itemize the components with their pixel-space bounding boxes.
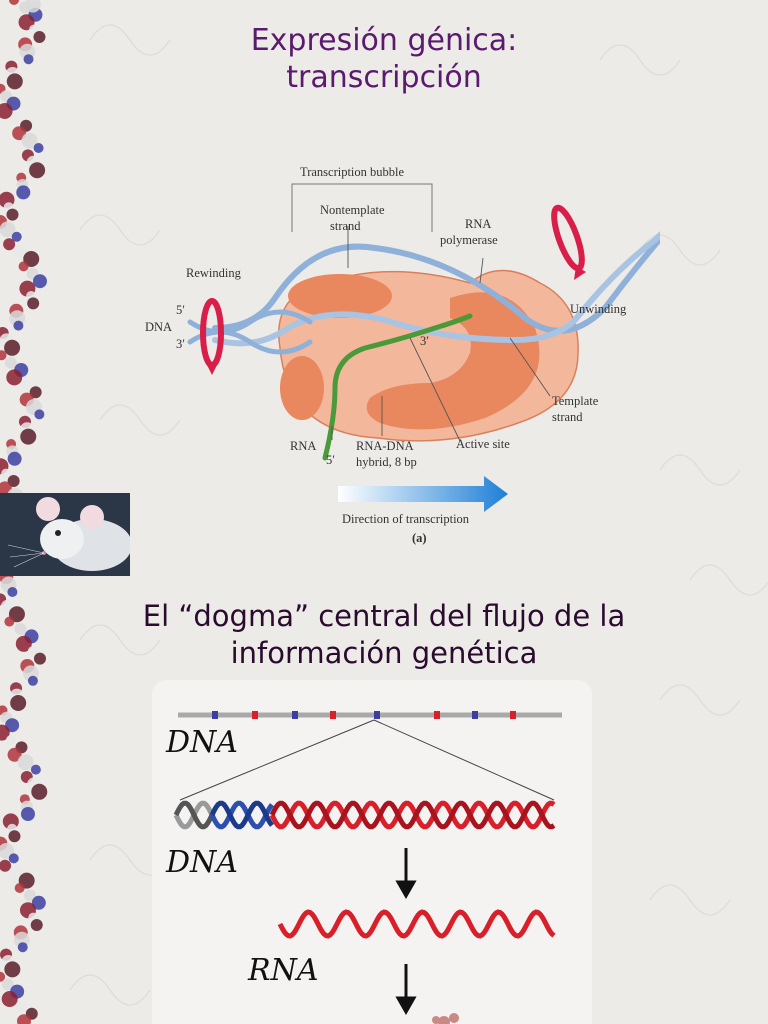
label-dna-mid: DNA xyxy=(165,845,238,880)
slide1-title: Expresión génica: transcripción xyxy=(0,22,768,96)
label-dna-top: DNA xyxy=(165,725,238,760)
direction-arrow xyxy=(338,476,508,512)
dna-left-backbone xyxy=(187,309,313,335)
label-5-prime-rna: 5′ xyxy=(326,453,335,467)
label-rna: RNA xyxy=(247,953,319,988)
polymerase-lobe-left xyxy=(280,356,324,420)
label-nontemplate-2: strand xyxy=(330,219,361,233)
label-panel-a: (a) xyxy=(412,531,427,545)
label-3-prime: 3′ xyxy=(176,337,185,351)
dna-double-helix xyxy=(173,800,556,830)
arrow-down-icon xyxy=(395,964,417,1016)
dogma-panel xyxy=(152,680,592,1024)
slide2-title-line1: El “dogma” central del flujo de la xyxy=(142,599,626,633)
protein-blob xyxy=(432,1013,459,1024)
label-rna: RNA xyxy=(290,439,316,453)
label-template-1: Template xyxy=(552,394,599,408)
rna-strand xyxy=(322,313,473,461)
label-transcription-bubble: Transcription bubble xyxy=(300,165,404,179)
dna-left-backbone-2 xyxy=(187,329,313,355)
label-direction: Direction of transcription xyxy=(342,512,470,526)
bubble-bracket xyxy=(291,183,433,232)
label-active-site: Active site xyxy=(456,437,510,451)
label-template-2: strand xyxy=(552,410,583,424)
label-rna-polymerase-2: polymerase xyxy=(440,233,498,247)
label-rna-polymerase-1: RNA xyxy=(465,217,491,231)
label-nontemplate-1: Nontemplate xyxy=(320,203,385,217)
arrow-down-icon xyxy=(395,848,417,900)
rna-strand-helix xyxy=(277,909,556,939)
slide1-title-line2: transcripción xyxy=(286,60,482,95)
polymerase-lobe-top xyxy=(288,274,392,318)
label-rewinding: Rewinding xyxy=(186,266,242,280)
dogma-diagram: DNA DNA RNA xyxy=(165,711,562,1024)
slide1-title-line1: Expresión génica: xyxy=(250,23,518,58)
slide2-title: El “dogma” central del flujo de la infor… xyxy=(0,598,768,672)
label-3-prime-rna: 3′ xyxy=(420,334,429,348)
mouse-photo xyxy=(0,493,130,576)
unwinding-arrow-icon xyxy=(551,204,585,272)
label-dna: DNA xyxy=(145,320,172,334)
label-hybrid-2: hybrid, 8 bp xyxy=(356,455,417,469)
label-unwinding: Unwinding xyxy=(570,302,627,316)
transcription-diagram: Transcription bubble Nontemplate strand … xyxy=(145,165,660,545)
label-hybrid-1: RNA-DNA xyxy=(356,439,414,453)
label-5-prime: 5′ xyxy=(176,303,185,317)
nontemplate-strand xyxy=(212,234,660,334)
slide2-title-line2: información genética xyxy=(230,636,538,670)
template-strand xyxy=(212,231,660,347)
polymerase-clamp xyxy=(366,292,540,430)
